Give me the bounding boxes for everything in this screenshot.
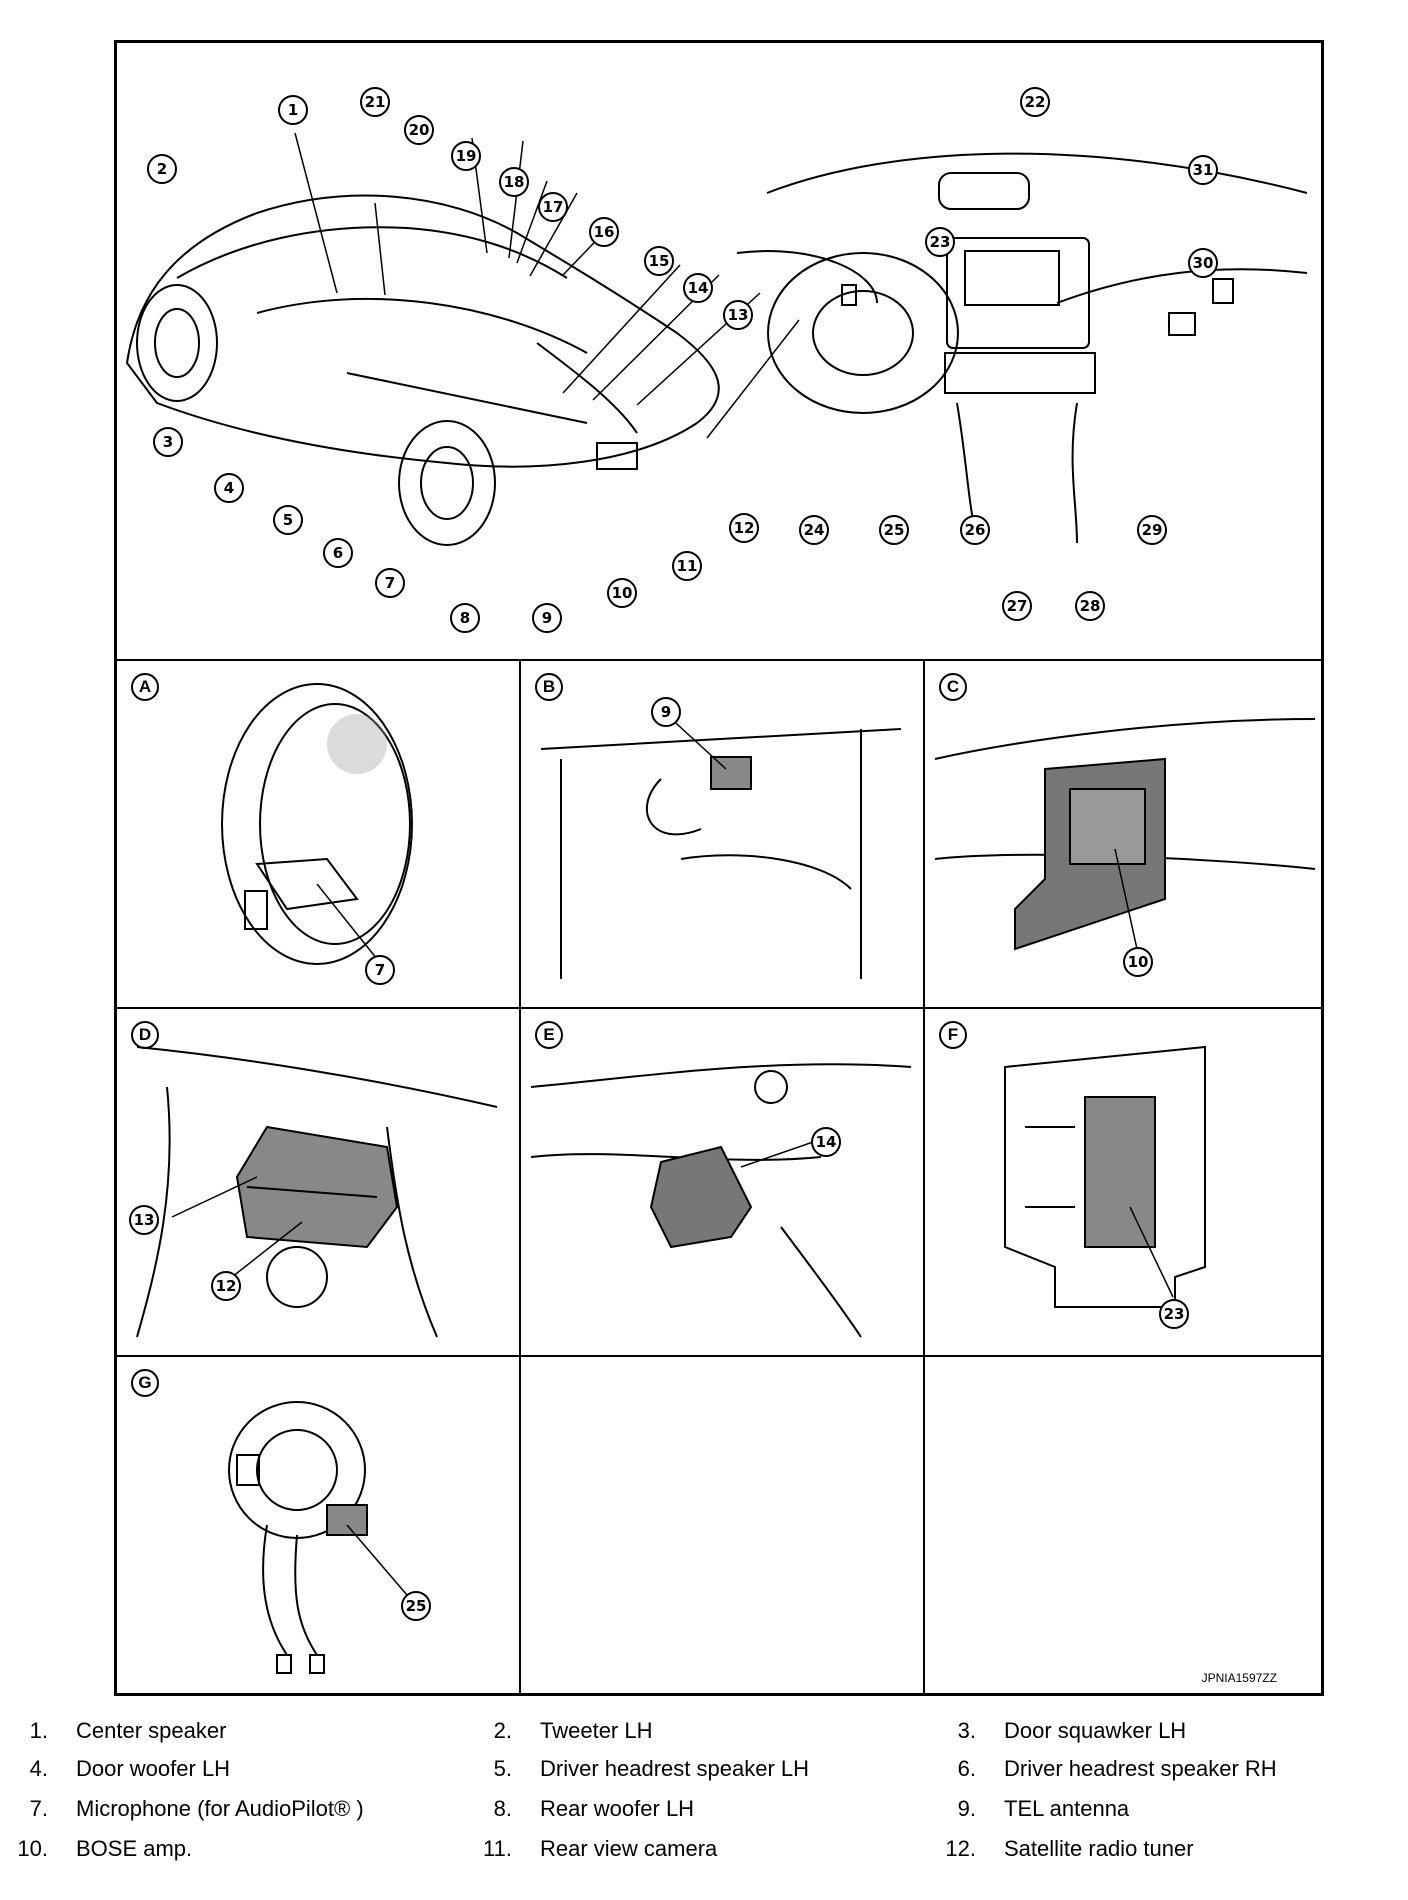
legend-label: Driver headrest speaker RH [1004, 1756, 1277, 1781]
legend-label: TEL antenna [1004, 1796, 1130, 1821]
callout-21: 21 [360, 87, 390, 117]
callout-30: 30 [1188, 248, 1218, 278]
overview-section: 1 2 3 4 5 6 7 8 9 10 11 12 13 14 15 16 1… [117, 43, 1321, 661]
bose-amp-drawing [934, 718, 1316, 951]
callout-5: 5 [273, 505, 303, 535]
legend-label: Door squawker LH [1004, 1718, 1187, 1743]
panel-f: F 23 [925, 1007, 1323, 1355]
callout-14: 14 [683, 273, 713, 303]
legend-row-3: 7. Microphone (for AudioPilot® ) 8. Rear w… [0, 1796, 1408, 1832]
panel-d: D 13 12 [117, 1007, 521, 1355]
panel-letter-e: E [535, 1021, 563, 1049]
satellite-tuner-drawing [136, 1046, 498, 1338]
panel-row-2: D 13 12 E [117, 1007, 1321, 1357]
panel-row-1: A 7 B [117, 659, 1321, 1009]
panel-letter-b: B [535, 673, 563, 701]
legend-label: BOSE amp. [76, 1836, 193, 1861]
callout-25: 25 [879, 515, 909, 545]
legend-row-4: 10. BOSE amp. 11. Rear view camera 12. Sate… [0, 1836, 1408, 1872]
callout-6: 6 [323, 538, 353, 568]
legend-label: Door woofer LH [76, 1756, 231, 1781]
callout-8: 8 [450, 603, 480, 633]
callout-11: 11 [672, 551, 702, 581]
legend-label: Tweeter LH [540, 1718, 653, 1743]
legend-number: 4. [29, 1756, 48, 1781]
legend-number: 10. [17, 1836, 48, 1861]
camera-control-unit-drawing [530, 1063, 912, 1338]
callout-9: 9 [532, 603, 562, 633]
callout-20: 20 [404, 115, 434, 145]
legend-number: 2. [493, 1718, 512, 1743]
callout-23: 23 [925, 227, 955, 257]
panel-row-3: G 25 JPNIA1597ZZ [117, 1355, 1321, 1693]
callout-16: 16 [589, 217, 619, 247]
callout-10: 10 [607, 578, 637, 608]
legend-label: Rear view camera [540, 1836, 718, 1861]
callout-12: 12 [729, 513, 759, 543]
tel-antenna-drawing [540, 713, 902, 979]
legend-label: Center speaker [76, 1718, 227, 1743]
panel-a: A 7 [117, 659, 521, 1007]
panel-letter-g: G [131, 1369, 159, 1397]
callout-4: 4 [214, 473, 244, 503]
callout-29: 29 [1137, 515, 1167, 545]
steering-switch-drawing [228, 1401, 408, 1674]
callout-17: 17 [538, 192, 568, 222]
figure-code: JPNIA1597ZZ [1201, 1671, 1277, 1685]
legend-number: 7. [29, 1796, 48, 1821]
panel-g: G 25 [117, 1355, 521, 1693]
legend-number: 12. [945, 1836, 976, 1861]
panel-letter-f: F [939, 1021, 967, 1049]
legend-row-2: 4. Door woofer LH 5. Driver headrest speak… [0, 1756, 1408, 1792]
callout-g-25: 25 [401, 1591, 431, 1621]
panel-e: E 14 [521, 1007, 925, 1355]
steering-wheel-drawing [221, 683, 413, 965]
callout-d-12: 12 [211, 1271, 241, 1301]
panel-empty-2: JPNIA1597ZZ [925, 1355, 1323, 1693]
callout-27: 27 [1002, 591, 1032, 621]
callout-19: 19 [451, 141, 481, 171]
callout-13: 13 [723, 300, 753, 330]
panel-letter-d: D [131, 1021, 159, 1049]
callout-24: 24 [799, 515, 829, 545]
callout-15: 15 [644, 246, 674, 276]
legend-number: 9. [957, 1796, 976, 1821]
callout-a-7: 7 [365, 955, 395, 985]
legend-number: 1. [29, 1718, 48, 1743]
legend-number: 11. [483, 1836, 512, 1861]
callout-26: 26 [960, 515, 990, 545]
callout-7: 7 [375, 568, 405, 598]
overview-drawing [125, 132, 1308, 546]
callout-2: 2 [147, 154, 177, 184]
callout-3: 3 [153, 427, 183, 457]
callout-22: 22 [1020, 87, 1050, 117]
callout-18: 18 [499, 167, 529, 197]
legend-label: Rear woofer LH [540, 1796, 695, 1821]
callout-f-23: 23 [1159, 1299, 1189, 1329]
callout-28: 28 [1075, 591, 1105, 621]
callout-b-9: 9 [651, 697, 681, 727]
legend-label: Driver headrest speaker LH [540, 1756, 810, 1781]
panel-b: B 9 [521, 659, 925, 1007]
legend-row-1: 1. Center speaker 2. Tweeter LH 3. Door squ… [0, 1718, 1408, 1754]
usb-unit-drawing [1004, 1045, 1206, 1308]
callout-e-14: 14 [811, 1127, 841, 1157]
legend-label: Satellite radio tuner [1004, 1836, 1194, 1861]
component-location-diagram: 1 2 3 4 5 6 7 8 9 10 11 12 13 14 15 16 1… [114, 40, 1324, 1696]
panel-letter-c: C [939, 673, 967, 701]
legend-number: 8. [493, 1796, 512, 1821]
panel-letter-a: A [131, 673, 159, 701]
callout-c-10: 10 [1123, 947, 1153, 977]
legend-label: Microphone (for AudioPilot® ) [76, 1796, 364, 1821]
legend-number: 3. [957, 1718, 976, 1743]
panel-empty-1 [521, 1355, 925, 1693]
legend-number: 6. [957, 1756, 976, 1781]
legend-number: 5. [493, 1756, 512, 1781]
panel-c: C 10 [925, 659, 1323, 1007]
callout-d-13: 13 [129, 1205, 159, 1235]
callout-1: 1 [278, 95, 308, 125]
callout-31: 31 [1188, 155, 1218, 185]
